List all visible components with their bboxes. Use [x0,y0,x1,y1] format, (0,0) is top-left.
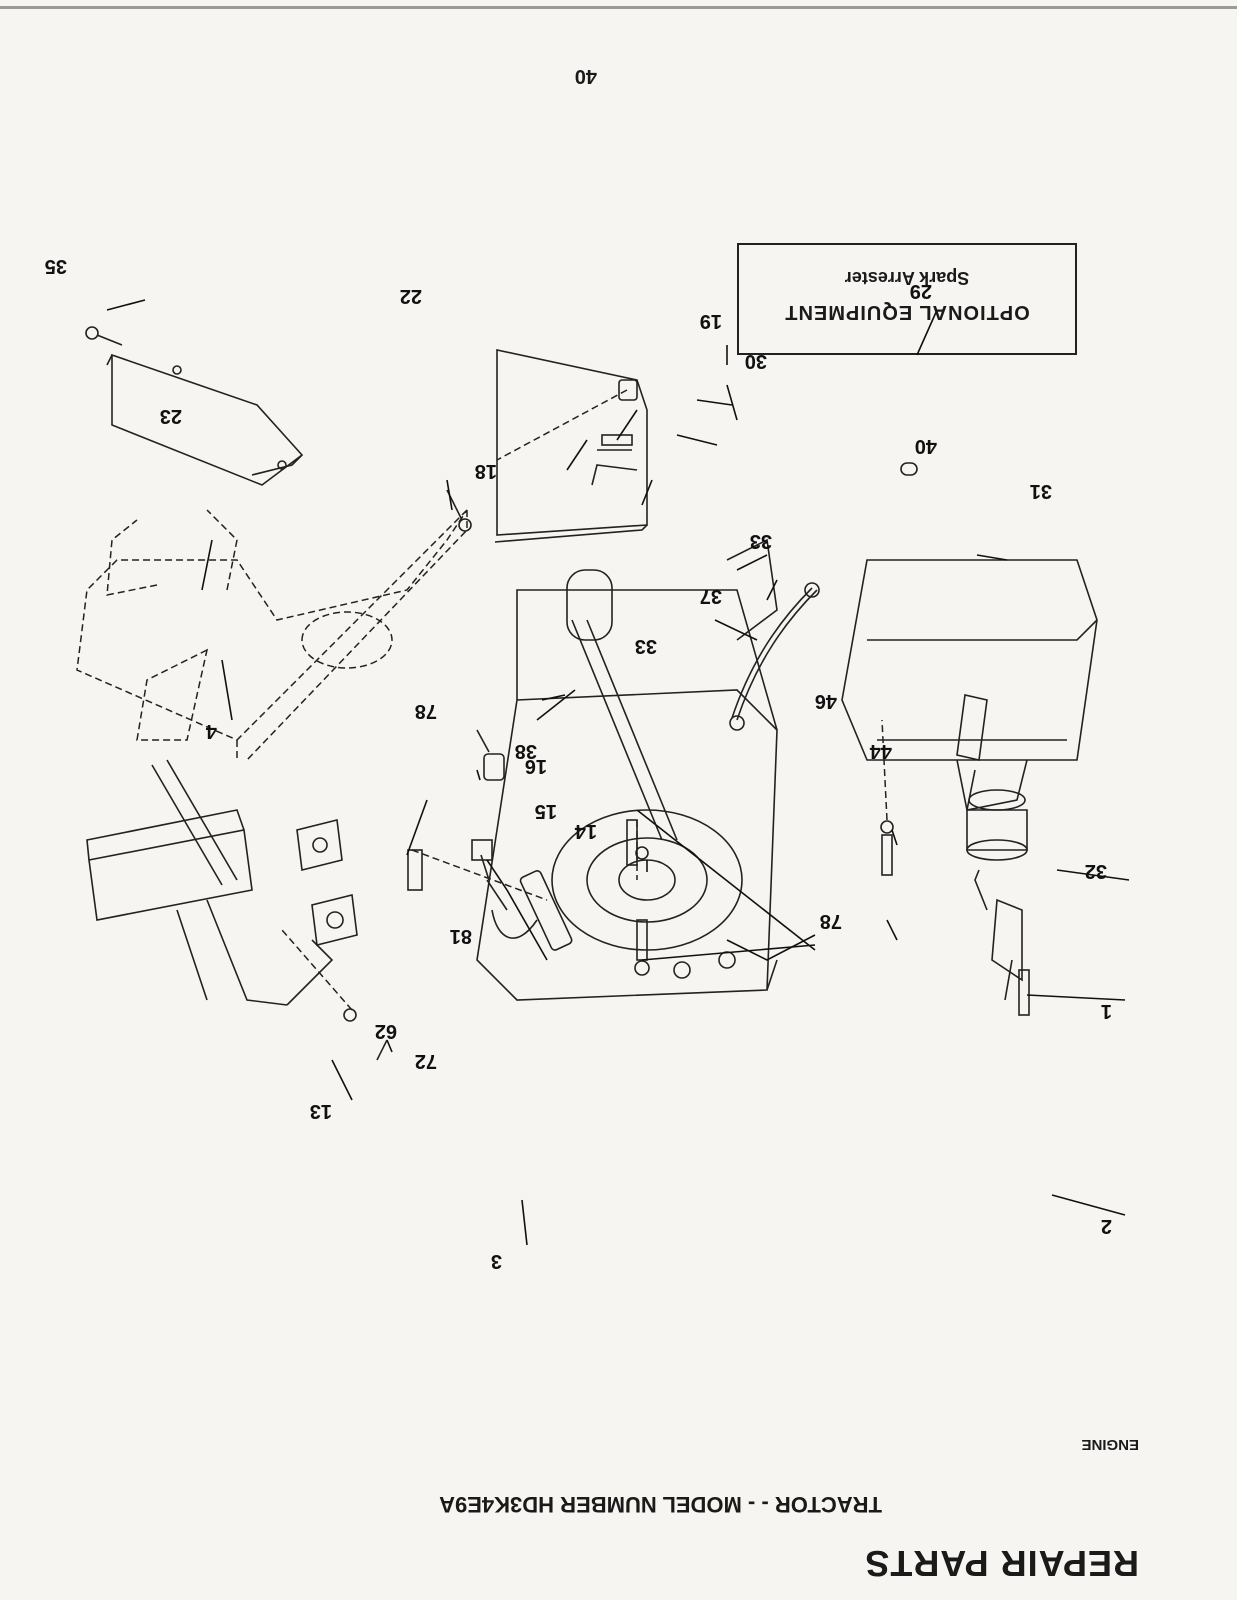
callout-78-right: 78 [820,910,842,932]
callout-14: 14 [574,820,597,842]
throttle-control-drawing [956,694,1030,1016]
callout-23: 23 [160,405,182,427]
fuel-line-drawing [407,729,650,976]
callout-37: 37 [700,585,722,607]
callout-31: 31 [1030,480,1052,502]
callout-33-upper: 33 [750,530,772,552]
callout-44: 44 [869,740,892,762]
callout-38: 38 [515,740,537,762]
callout-72: 72 [415,1050,437,1072]
callout-15: 15 [535,800,557,822]
callout-16: 16 [525,755,547,777]
callout-labels: 1 2 3 4 13 14 15 16 18 19 22 23 29 30 31… [45,255,1112,1272]
callout-18: 18 [475,460,497,482]
callout-22: 22 [400,285,422,307]
callout-4: 4 [205,720,217,742]
callout-62: 62 [375,1020,397,1042]
callout-13: 13 [310,1100,332,1122]
callout-33-lower: 33 [635,635,657,657]
callout-46: 46 [815,690,837,712]
callout-40: 40 [915,435,937,457]
callout-29: 29 [910,280,932,302]
fuel-hose-drawing [729,582,820,731]
callout-2: 2 [1101,1215,1112,1237]
muffler-drawing [86,759,388,1061]
callout-32: 32 [1085,860,1107,882]
callout-3: 3 [491,1250,502,1272]
callout-1: 1 [1101,1000,1112,1022]
callout-30: 30 [745,350,767,372]
heat-shield-drawing [446,349,648,543]
callout-81: 81 [450,925,472,947]
bracket-drawing [85,326,304,486]
fuel-tank-drawing [841,462,1098,876]
frame-outline-drawing [76,509,468,761]
leader-lines [106,299,1130,1246]
callout-19: 19 [700,310,722,332]
callout-35: 35 [45,255,67,277]
callout-78-left: 78 [415,700,437,722]
engine-block-drawing [476,538,778,1001]
